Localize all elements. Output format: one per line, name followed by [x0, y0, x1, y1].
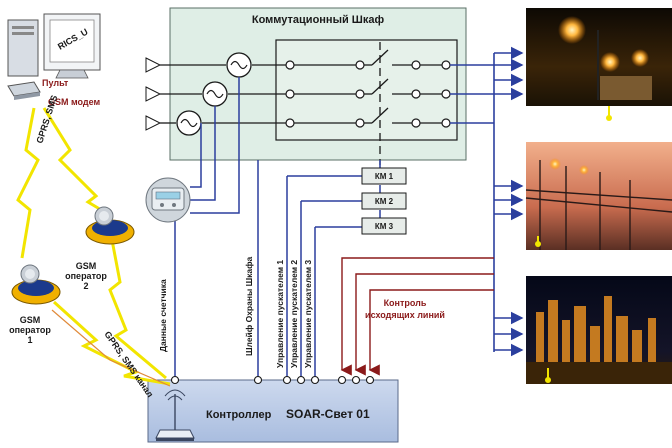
- contactor-km2: [361, 192, 407, 210]
- contactor-km1: [361, 167, 407, 185]
- contactor-km2-label: КМ 2: [375, 197, 394, 206]
- lightning-op2-controller: [108, 239, 167, 380]
- meter-data-label: Данные счетчика: [158, 279, 168, 352]
- operator-2-line3: 2: [83, 281, 88, 291]
- photo-city-skyline: [526, 276, 672, 384]
- cabinet-title: Коммутационный Шкаф: [252, 14, 385, 26]
- starter2-control-label: Управление пускателем 2: [289, 260, 299, 368]
- input-terminal-3: [145, 115, 162, 131]
- operator-1-line3: 1: [27, 335, 32, 345]
- gsm-operator-2: [85, 206, 135, 245]
- controller-model: SOAR-Свет 01: [286, 407, 370, 421]
- link-gprs-sms: GPRS, SMS: [34, 94, 59, 145]
- pc-tower-icon: [7, 19, 39, 77]
- input-terminal-2: [145, 86, 162, 102]
- phase-lines: [160, 42, 442, 165]
- gsm-modem-caption: GSM модем: [48, 97, 101, 107]
- console-pc: RICS_U: [7, 13, 101, 79]
- monitoring-lines: [340, 257, 494, 376]
- gsm-operator-1: [11, 264, 61, 305]
- starter3-control-label: Управление пускателем 3: [303, 260, 313, 368]
- electricity-meter: [145, 177, 191, 223]
- contact-nodes: [285, 60, 451, 128]
- current-sensors: [176, 52, 252, 136]
- lightning-op1-controller: [52, 300, 171, 386]
- controller-antenna-icon: [155, 389, 195, 441]
- contactor-km3-label: КМ 3: [375, 222, 394, 231]
- operator-1-line2: оператор: [9, 325, 51, 335]
- operator-2-line2: оператор: [65, 271, 107, 281]
- output-control-line1: Контроль: [384, 298, 427, 308]
- contactors: КМ 1 КМ 2 КМ 3: [361, 167, 407, 235]
- wireless-links: [16, 107, 171, 387]
- output-lines: [450, 46, 524, 357]
- photo-street-night: [526, 8, 672, 121]
- output-control-caption: Контроль исходящих линий: [365, 298, 445, 320]
- console-caption: Пульт: [42, 78, 69, 88]
- controller: Контроллер SOAR-Свет 01: [147, 379, 399, 443]
- alarm-loop-label: Шлейф Охраны Шкафа: [244, 256, 254, 356]
- contactor-km1-label: КМ 1: [375, 172, 394, 181]
- photo-street-dusk: [525, 142, 672, 250]
- operator-2-line1: GSM: [76, 261, 97, 271]
- output-control-line2: исходящих линий: [365, 310, 445, 320]
- contactor-km3: [361, 217, 407, 235]
- gsm-modem-icon: [7, 81, 41, 100]
- controller-terminals: [170, 375, 375, 385]
- lightning-modem-op2: [42, 107, 109, 216]
- operator-1-line1: GSM: [20, 315, 41, 325]
- controller-label: Контроллер: [206, 409, 272, 421]
- input-terminal-1: [145, 57, 162, 73]
- switch-panel: [275, 39, 458, 141]
- lightning-modem-op1: [16, 107, 40, 259]
- control-wires: [174, 77, 381, 380]
- power-inputs: [145, 57, 162, 131]
- starter1-control-label: Управление пускателем 1: [275, 260, 285, 368]
- vertical-labels: Данные счетчика Шлейф Охраны Шкафа Управ…: [158, 256, 313, 368]
